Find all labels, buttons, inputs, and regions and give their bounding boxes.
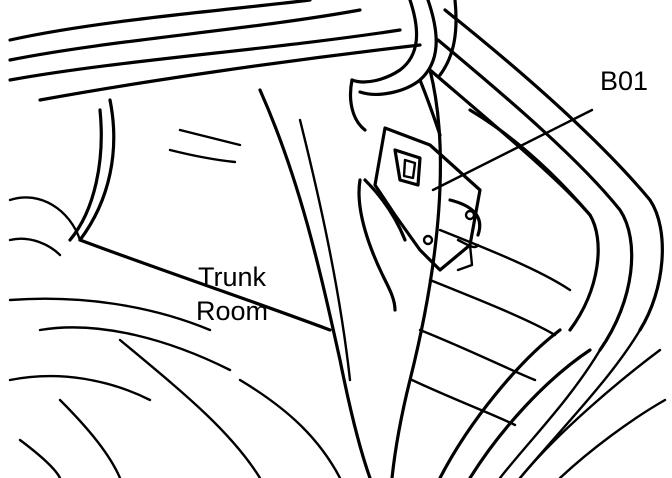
lower-rear-wall [438, 328, 667, 478]
rear-shelf-edge [8, 0, 422, 102]
connector-code-label: B01 [600, 66, 649, 96]
trunk-room-label-line2: Room [196, 296, 269, 326]
trunk-floor-contours [8, 88, 372, 478]
callout-leader [431, 108, 594, 192]
trunk-room-label-line1: Trunk [198, 262, 267, 292]
side-trim-panel [390, 68, 592, 478]
b01-bracket [357, 126, 482, 312]
trunk-hinge-arm [348, 0, 458, 137]
trunk-room-label: Trunk Room [196, 260, 268, 328]
